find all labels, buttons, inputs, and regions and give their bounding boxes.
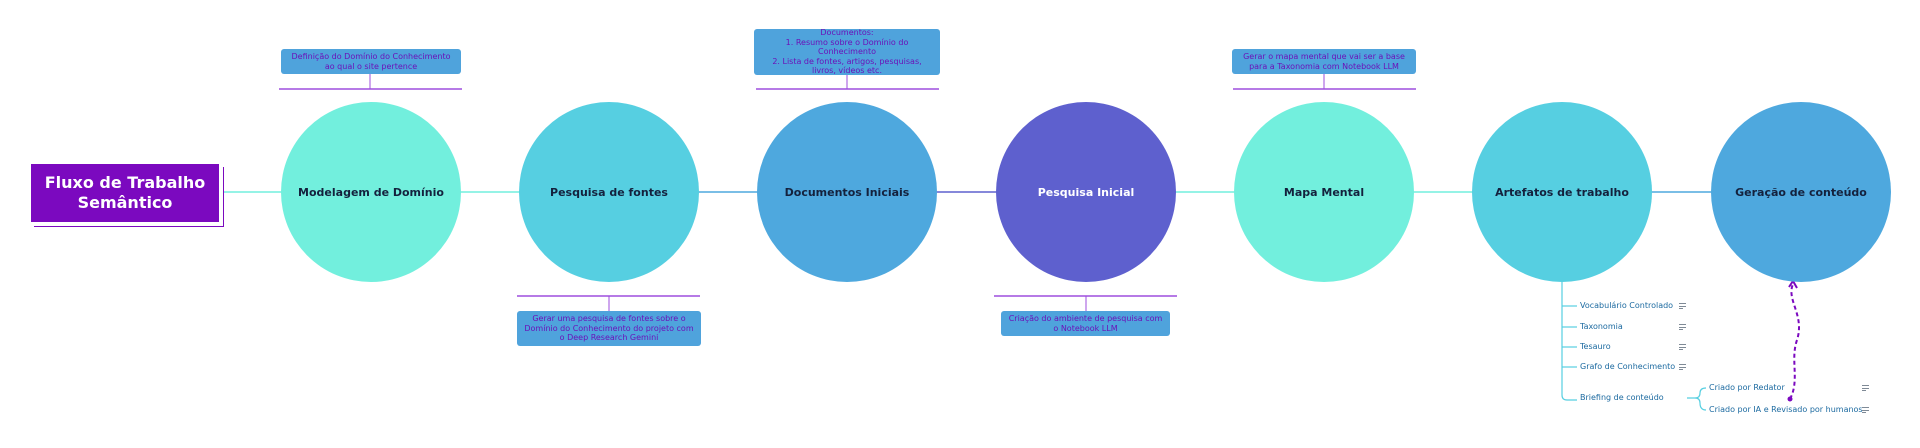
stage-modelagem-dominio[interactable]: Modelagem de Domínio bbox=[281, 102, 461, 282]
stage-pesquisa-fontes[interactable]: Pesquisa de fontes bbox=[519, 102, 699, 282]
stage-label: Modelagem de Domínio bbox=[298, 185, 444, 199]
stage-label: Geração de conteúdo bbox=[1735, 185, 1867, 199]
stage-label: Artefatos de trabalho bbox=[1495, 185, 1629, 199]
stage-documentos-iniciais[interactable]: Documentos Iniciais bbox=[757, 102, 937, 282]
note-icon[interactable] bbox=[1679, 324, 1686, 330]
note-pesquisa-fontes[interactable]: Gerar uma pesquisa de fontes sobre o Dom… bbox=[517, 311, 701, 346]
stage-label: Pesquisa de fontes bbox=[550, 185, 668, 199]
note-icon[interactable] bbox=[1679, 344, 1686, 350]
stage-mapa-mental[interactable]: Mapa Mental bbox=[1234, 102, 1414, 282]
stage-label: Pesquisa Inicial bbox=[1037, 185, 1135, 199]
briefing-tree-bracket bbox=[1687, 387, 1707, 411]
note-modelagem[interactable]: Definição do Domínio do Conhecimento ao … bbox=[281, 49, 461, 74]
relation-end-dot bbox=[1787, 396, 1793, 402]
artefato-vocabulario-controlado[interactable]: Vocabulário Controlado bbox=[1580, 301, 1674, 310]
note-icon[interactable] bbox=[1679, 303, 1686, 309]
artefato-taxonomia[interactable]: Taxonomia bbox=[1580, 322, 1623, 331]
note-mapa-mental[interactable]: Gerar o mapa mental que vai ser a base p… bbox=[1232, 49, 1416, 74]
artefato-briefing-conteudo[interactable]: Briefing de conteúdo bbox=[1580, 393, 1664, 402]
root-title[interactable]: Fluxo de Trabalho Semântico bbox=[30, 163, 220, 223]
artefatos-tree-trunk bbox=[1561, 282, 1577, 401]
dashed-relation-link bbox=[1789, 283, 1800, 400]
note-icon[interactable] bbox=[1862, 407, 1869, 413]
artefato-tesauro[interactable]: Tesauro bbox=[1580, 342, 1611, 351]
note-pesquisa-inicial[interactable]: Criação do ambiente de pesquisa com o No… bbox=[1001, 311, 1170, 336]
note-documentos[interactable]: Documentos: 1. Resumo sobre o Domínio do… bbox=[754, 28, 940, 75]
stage-label: Documentos Iniciais bbox=[784, 185, 910, 199]
note-icon[interactable] bbox=[1679, 364, 1686, 370]
stage-geracao-conteudo[interactable]: Geração de conteúdo bbox=[1711, 102, 1891, 282]
briefing-criado-ia-revisado[interactable]: Criado por IA e Revisado por humanos bbox=[1709, 405, 1863, 414]
note-icon[interactable] bbox=[1862, 385, 1869, 391]
briefing-criado-redator[interactable]: Criado por Redator bbox=[1709, 383, 1785, 392]
stage-pesquisa-inicial[interactable]: Pesquisa Inicial bbox=[996, 102, 1176, 282]
stage-label: Mapa Mental bbox=[1283, 185, 1365, 199]
artefato-grafo-conhecimento[interactable]: Grafo de Conhecimento bbox=[1580, 362, 1676, 371]
stage-artefatos-trabalho[interactable]: Artefatos de trabalho bbox=[1472, 102, 1652, 282]
